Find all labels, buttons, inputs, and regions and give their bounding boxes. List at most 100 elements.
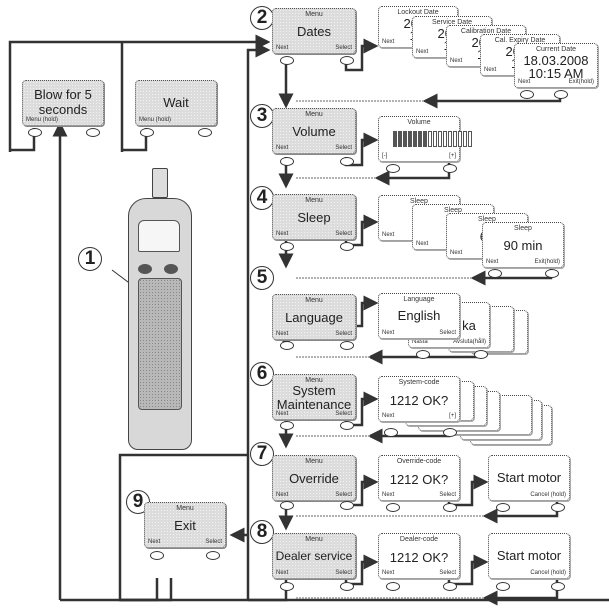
volume-segment (433, 131, 437, 147)
next-label: Next (276, 411, 289, 417)
dealer-code-next-button[interactable] (386, 582, 400, 591)
exit-next-button[interactable] (150, 551, 164, 560)
dates-card-exit-button[interactable] (554, 90, 568, 99)
sleep-card-next-button[interactable] (488, 269, 502, 278)
override-motor-left-button[interactable] (496, 503, 510, 512)
sleep-card-90: Sleep 90 min Next Exit(hold) (482, 222, 564, 268)
language-card-front: Language English Next Select (378, 293, 460, 339)
blow-title-2: seconds (38, 102, 88, 117)
volume-segment (438, 131, 442, 147)
dealer-code-select-button[interactable] (443, 582, 457, 591)
menu-override: Menu Override Next Select (272, 455, 356, 501)
volume-down-button[interactable] (386, 164, 400, 173)
menu-exit: Menu Exit Next Select (144, 502, 226, 548)
override-motor-cancel-button[interactable] (551, 503, 565, 512)
blow-right-button[interactable] (86, 128, 100, 137)
next-label: Next (382, 330, 395, 336)
card-caption: Cal. Expiry Date (494, 37, 546, 44)
volume-segment (468, 131, 472, 147)
menu-caption: Menu (305, 11, 323, 18)
device-button-right[interactable] (164, 264, 178, 274)
wait-right-button[interactable] (198, 128, 212, 137)
menu-caption: Menu (176, 505, 194, 512)
sleep-card-exit-button[interactable] (545, 269, 559, 278)
step-3-number: 3 (250, 104, 274, 128)
override-code-next-button[interactable] (386, 503, 400, 512)
volume-caption: Volume (407, 119, 431, 126)
step-7-number: 7 (250, 442, 274, 466)
exit-select-button[interactable] (206, 551, 220, 560)
code-value: 1212 OK? (389, 472, 449, 487)
next-label: Next (276, 570, 289, 576)
next-label: Next (276, 231, 289, 237)
code-value: 1212 OK? (389, 393, 449, 408)
next-label: Next (416, 49, 429, 55)
select-label: Select (335, 492, 352, 498)
next-label: Next (276, 145, 289, 151)
volume-select-button[interactable] (340, 157, 354, 166)
volume-next-button[interactable] (280, 157, 294, 166)
dates-select-button[interactable] (340, 56, 354, 65)
menu-caption: Menu (305, 197, 323, 204)
card-caption: Current Date (535, 46, 577, 53)
cancel-hold-label: Cancel (hold) (530, 570, 566, 576)
mouthpiece (152, 168, 168, 198)
menu-title: Dealer service (275, 549, 353, 563)
next-label: Next (450, 250, 463, 256)
language-select-button[interactable] (340, 341, 354, 350)
next-label: Next (148, 539, 161, 545)
system-next-button[interactable] (280, 421, 294, 430)
device-button-left[interactable] (138, 264, 152, 274)
volume-up-button[interactable] (443, 164, 457, 173)
menu-title: Exit (174, 518, 196, 533)
override-code-select-button[interactable] (443, 503, 457, 512)
card-value: 90 min (503, 238, 543, 253)
menu-caption: Menu (305, 297, 323, 304)
language-next-button[interactable] (280, 341, 294, 350)
dates-card-next-button[interactable] (520, 90, 534, 99)
system-card-next-button[interactable] (384, 428, 398, 437)
sleep-next-button[interactable] (280, 242, 294, 251)
volume-level-bar[interactable] (393, 131, 472, 147)
dealer-motor-left-button[interactable] (496, 582, 510, 591)
sleep-select-button[interactable] (340, 242, 354, 251)
next-label: Next (484, 67, 497, 73)
dealer-motor-cancel-button[interactable] (551, 582, 565, 591)
wait-left-button[interactable] (140, 128, 154, 137)
card-value: ka (462, 318, 476, 333)
blow-left-button[interactable] (28, 128, 42, 137)
language-card-next-button[interactable] (416, 350, 430, 359)
dealer-next-button[interactable] (280, 582, 294, 591)
volume-segment (458, 131, 462, 147)
menu-caption: Menu (305, 377, 323, 384)
card-caption: Language (403, 296, 435, 303)
select-label: Select (335, 331, 352, 337)
language-card-exit-button[interactable] (474, 350, 488, 359)
blow-title-1: Blow for 5 (34, 87, 92, 102)
menu-sleep: Menu Sleep Next Select (272, 194, 356, 240)
step-5-number: 5 (250, 266, 274, 290)
dates-next-button[interactable] (280, 56, 294, 65)
menu-title: Override (289, 471, 339, 486)
card-value: English (397, 308, 441, 323)
callout-1: 1 (78, 247, 102, 271)
select-label: Select (439, 570, 456, 576)
connector-blow-to-dates (8, 34, 271, 152)
select-label: Select (439, 330, 456, 336)
menu-volume: Menu Volume Next Select (272, 108, 356, 154)
menu-title: Sleep (297, 210, 331, 225)
menu-caption: Menu (305, 458, 323, 465)
card-caption: System-code (398, 379, 440, 386)
dealer-select-button[interactable] (340, 582, 354, 591)
next-label: Next (518, 79, 531, 85)
menu-title-2: Maintenance (276, 397, 352, 412)
system-select-button[interactable] (340, 421, 354, 430)
select-label: Select (335, 411, 352, 417)
system-card-plus-button[interactable] (443, 428, 457, 437)
override-next-button[interactable] (280, 501, 294, 510)
card-line1: 18.03.2008 (523, 53, 589, 68)
plus-label: [+] (449, 413, 456, 419)
menu-language: Menu Language Next Select (272, 294, 356, 340)
override-select-button[interactable] (340, 501, 354, 510)
nasta-label: Nästa (412, 339, 428, 345)
